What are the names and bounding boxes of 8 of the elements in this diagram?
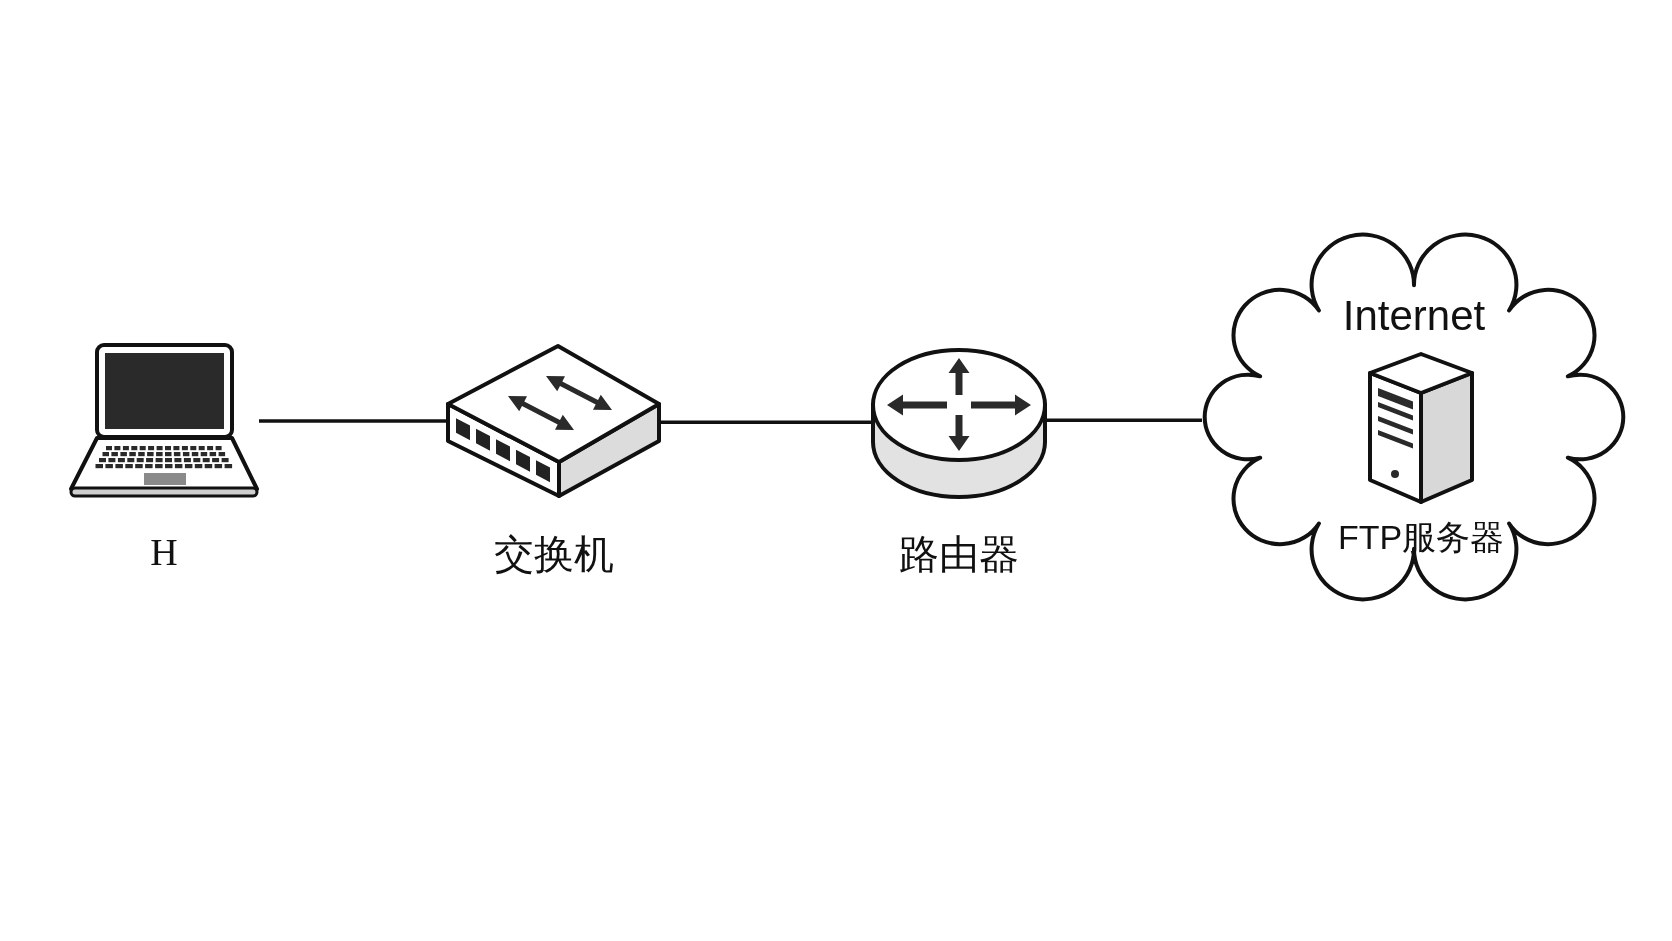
connection-line	[1047, 418, 1202, 423]
node-label: 交换机	[493, 531, 614, 577]
node-label: 路由器	[899, 531, 1019, 577]
node-label: H	[150, 531, 178, 575]
node-label: FTP服务器	[1337, 518, 1505, 558]
connection-line	[661, 420, 871, 425]
connection-line	[259, 419, 446, 423]
node-label: Internet	[1342, 292, 1486, 341]
